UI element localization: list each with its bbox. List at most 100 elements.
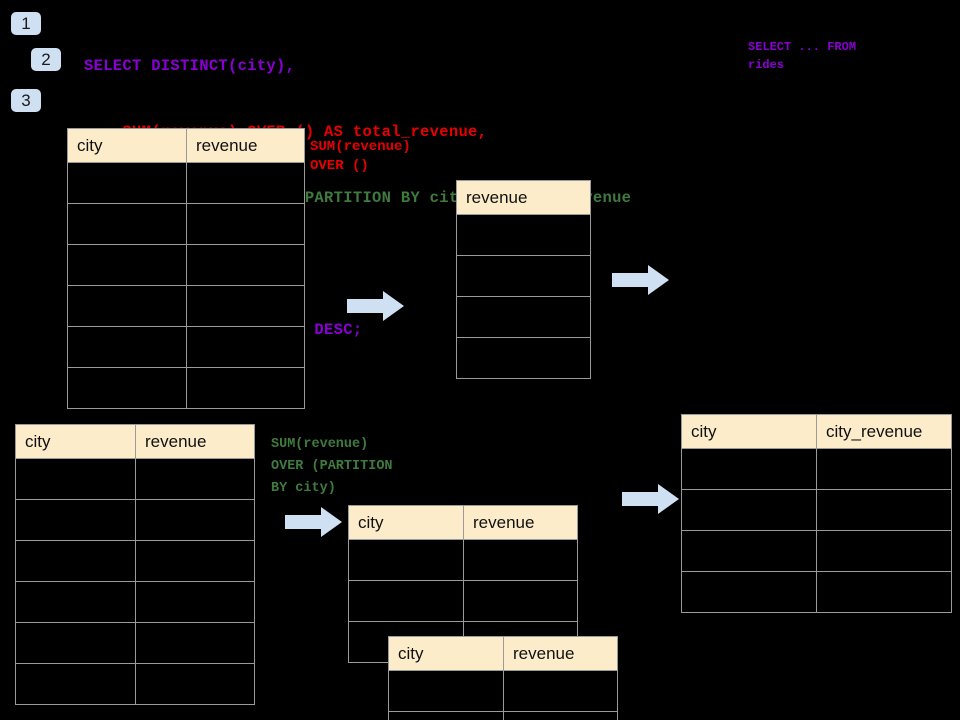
table-cell [67, 203, 187, 245]
final-result-table: city city_revenue [681, 414, 952, 613]
table-header-row: city revenue [388, 636, 618, 671]
rides-source-table: city revenue [67, 128, 305, 409]
column-header-revenue: revenue [135, 424, 255, 459]
arrow-source-to-partition [285, 506, 343, 538]
table-cell [15, 458, 136, 500]
arrow-total-to-result [612, 264, 670, 296]
partition-group-a-table: city revenue [348, 505, 578, 663]
table-cell [135, 499, 255, 541]
table-cell [67, 367, 187, 409]
column-header-city: city [681, 414, 817, 449]
table-cell [135, 581, 255, 623]
table-row [67, 162, 305, 204]
note-select-from-rides: SELECT ... FROM rides [748, 40, 857, 72]
table-row [15, 622, 255, 664]
table-cell [186, 162, 305, 204]
table-header-row: city city_revenue [681, 414, 952, 449]
column-header-revenue: revenue [503, 636, 618, 671]
table-cell [463, 539, 578, 581]
table-cell [135, 540, 255, 582]
column-header-city: city [67, 128, 187, 163]
table-cell [388, 670, 504, 712]
table-cell [67, 285, 187, 327]
step-badge-2: 2 [31, 48, 61, 71]
table-cell [681, 571, 817, 613]
note-sum-over-empty: SUM(revenue) OVER () [310, 139, 411, 174]
table-row [456, 214, 591, 256]
table-cell [186, 244, 305, 286]
table-header-row: city revenue [67, 128, 305, 163]
table-cell [681, 489, 817, 531]
table-cell [388, 711, 504, 720]
table-cell [135, 458, 255, 500]
partition-group-b-table: city revenue [388, 636, 618, 720]
table-row [15, 499, 255, 541]
column-header-city: city [388, 636, 504, 671]
table-row [67, 203, 305, 245]
column-header-revenue: revenue [463, 505, 578, 540]
table-row [681, 530, 952, 572]
table-cell [186, 326, 305, 368]
table-cell [67, 162, 187, 204]
table-cell [816, 448, 952, 490]
table-row [388, 711, 618, 720]
table-cell [816, 489, 952, 531]
table-row [348, 539, 578, 581]
rides-source-table-partition: city revenue [15, 424, 255, 705]
table-row [67, 285, 305, 327]
table-cell [681, 448, 817, 490]
table-row [348, 580, 578, 622]
table-row [388, 670, 618, 712]
table-cell [816, 530, 952, 572]
table-header-row: city revenue [15, 424, 255, 459]
table-row [15, 663, 255, 705]
table-cell [456, 337, 591, 379]
table-row [67, 326, 305, 368]
table-row [456, 337, 591, 379]
column-header-revenue: revenue [186, 128, 305, 163]
table-row [681, 448, 952, 490]
table-cell [15, 540, 136, 582]
table-cell [186, 285, 305, 327]
step-badge-1: 1 [11, 12, 41, 35]
table-cell [15, 499, 136, 541]
table-cell [503, 711, 618, 720]
table-cell [348, 539, 464, 581]
table-row [67, 367, 305, 409]
table-cell [15, 622, 136, 664]
table-row [15, 581, 255, 623]
table-header-row: city revenue [348, 505, 578, 540]
table-cell [15, 663, 136, 705]
table-header-row: revenue [456, 180, 591, 215]
table-row [67, 244, 305, 286]
table-row [15, 540, 255, 582]
table-row [456, 296, 591, 338]
table-cell [816, 571, 952, 613]
column-header-city: city [15, 424, 136, 459]
table-cell [67, 244, 187, 286]
table-row [456, 255, 591, 297]
table-cell [681, 530, 817, 572]
table-row [681, 489, 952, 531]
table-cell [348, 580, 464, 622]
table-cell [456, 214, 591, 256]
table-cell [67, 326, 187, 368]
table-cell [456, 296, 591, 338]
table-cell [135, 622, 255, 664]
table-cell [186, 203, 305, 245]
table-cell [186, 367, 305, 409]
table-cell [135, 663, 255, 705]
table-row [681, 571, 952, 613]
table-cell [503, 670, 618, 712]
step-badge-3: 3 [11, 89, 41, 112]
column-header-city-revenue: city_revenue [816, 414, 952, 449]
table-cell [15, 581, 136, 623]
arrow-partition-to-result [622, 483, 680, 515]
arrow-source-to-total [347, 290, 405, 322]
table-cell [463, 580, 578, 622]
column-header-city: city [348, 505, 464, 540]
table-row [15, 458, 255, 500]
note-sum-over-partition: SUM(revenue) OVER (PARTITION BY city) [271, 437, 393, 496]
column-header-revenue: revenue [456, 180, 591, 215]
